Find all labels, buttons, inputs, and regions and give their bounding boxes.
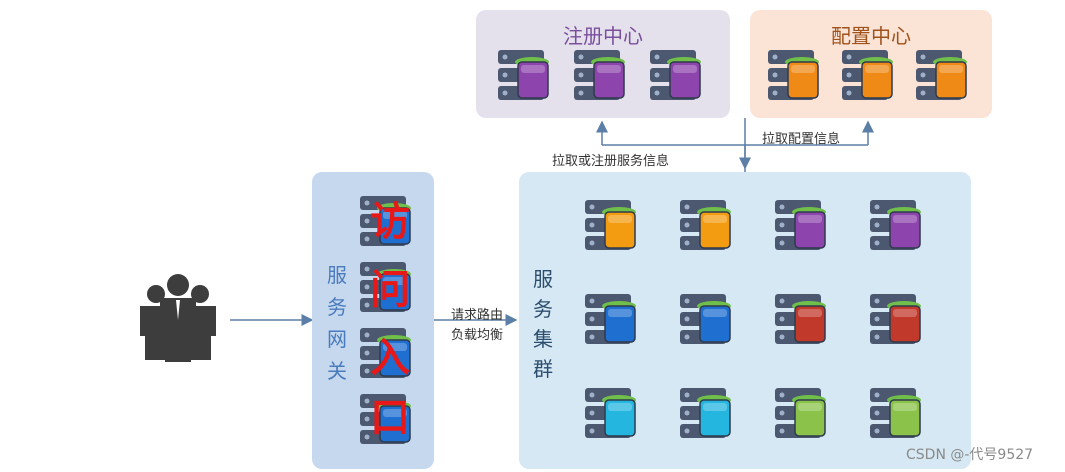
registry-server-icon bbox=[648, 48, 706, 104]
label-request-route: 请求路由 bbox=[451, 308, 504, 323]
gateway-char: 服 bbox=[327, 263, 347, 287]
gateway-server-icon bbox=[358, 326, 416, 382]
cluster-char: 集 bbox=[533, 327, 553, 351]
cluster-server-icon bbox=[773, 198, 831, 254]
config-server-icon bbox=[914, 48, 972, 104]
config-server-icon bbox=[766, 48, 824, 104]
overlay-char: 口 bbox=[370, 395, 410, 441]
cluster-char: 务 bbox=[533, 297, 553, 321]
cluster-server-icon bbox=[773, 386, 831, 442]
gateway-server-icon bbox=[358, 260, 416, 316]
config-center-title: 配置中心 bbox=[831, 24, 911, 48]
overlay-char: 入 bbox=[370, 335, 410, 381]
config-server-icon bbox=[840, 48, 898, 104]
label-pull-config: 拉取配置信息 bbox=[762, 132, 841, 147]
registry-server-icon bbox=[572, 48, 630, 104]
cluster-char: 服 bbox=[533, 267, 553, 291]
gateway-char: 关 bbox=[327, 359, 347, 383]
registry-center-title: 注册中心 bbox=[563, 24, 643, 48]
cluster-server-icon bbox=[678, 386, 736, 442]
gateway-char: 务 bbox=[327, 295, 347, 319]
cluster-server-icon bbox=[678, 198, 736, 254]
cluster-server-icon bbox=[583, 198, 641, 254]
registry-server-icon bbox=[496, 48, 554, 104]
gateway-server-icon bbox=[358, 194, 416, 250]
cluster-server-icon bbox=[583, 386, 641, 442]
overlay-char: 问 bbox=[370, 267, 410, 313]
watermark: CSDN @-代号9527 bbox=[906, 447, 1034, 463]
cluster-server-icon bbox=[773, 292, 831, 348]
cluster-server-icon bbox=[583, 292, 641, 348]
cluster-server-icon bbox=[678, 292, 736, 348]
cluster-server-icon bbox=[868, 198, 926, 254]
overlay-char: 访 bbox=[370, 199, 410, 245]
gateway-char: 网 bbox=[327, 327, 347, 351]
cluster-char: 群 bbox=[533, 357, 553, 381]
cluster-server-icon bbox=[868, 292, 926, 348]
label-load-balance: 负载均衡 bbox=[451, 328, 504, 343]
cluster-server-icon bbox=[868, 386, 926, 442]
label-pull-register: 拉取或注册服务信息 bbox=[552, 154, 670, 169]
gateway-server-icon bbox=[358, 392, 416, 448]
